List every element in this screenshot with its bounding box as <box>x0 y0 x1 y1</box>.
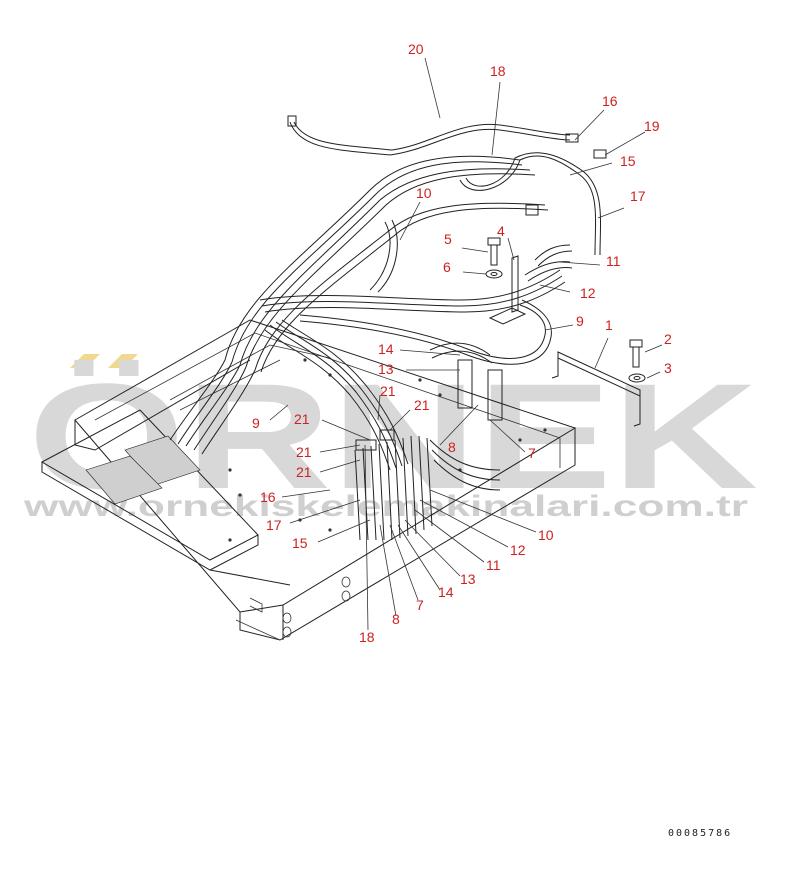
callout-8-low: 8 <box>392 611 400 627</box>
callout-1: 1 <box>605 317 613 333</box>
callout-13-mid: 13 <box>378 361 394 377</box>
hose-upper-loop <box>459 155 597 256</box>
callout-8-mid: 8 <box>448 439 456 455</box>
fitting-center-b <box>487 369 503 421</box>
hose-right-fan <box>429 439 501 491</box>
hose-main-b <box>239 168 531 366</box>
callout-14-low: 14 <box>438 584 454 600</box>
callout-18-top: 18 <box>490 63 506 79</box>
hose-10a <box>369 219 398 293</box>
callout-5: 5 <box>444 231 452 247</box>
callout-21-b: 21 <box>414 397 430 413</box>
watermark-accent-right <box>108 354 138 368</box>
callout-6: 6 <box>443 259 451 275</box>
bolt-5 <box>487 237 501 266</box>
callout-12-top: 12 <box>580 285 596 301</box>
frame-top <box>74 319 577 613</box>
callout-12-low: 12 <box>510 542 526 558</box>
callout-7-low: 7 <box>416 597 424 613</box>
hose-end-19 <box>593 149 607 159</box>
callouts: 20 18 16 19 15 17 10 5 4 6 11 12 9 1 2 3… <box>252 41 672 645</box>
callout-21-a: 21 <box>380 383 396 399</box>
callout-9-left: 9 <box>252 415 260 431</box>
washer-3 <box>628 373 646 383</box>
callout-17-top: 17 <box>630 188 646 204</box>
hose-bundle <box>169 121 602 541</box>
callout-7-mid: 7 <box>528 445 536 461</box>
callout-21-d: 21 <box>296 444 312 460</box>
hose-9 <box>299 304 546 359</box>
callout-11-low: 11 <box>486 557 501 573</box>
hardware <box>287 115 646 451</box>
hose-cross-center <box>264 329 391 471</box>
hose-12 <box>524 261 573 282</box>
hose-end-20 <box>287 115 297 127</box>
callout-19: 19 <box>644 118 660 134</box>
watermark: ÖRNEK www.ornekiskelemakinalari.com.tr <box>23 352 758 523</box>
callout-16-top: 16 <box>602 93 618 109</box>
callout-21-c: 21 <box>294 411 310 427</box>
bracket-4 <box>488 255 527 325</box>
frame-left-rail <box>74 359 251 451</box>
bolt-2 <box>629 339 643 368</box>
callout-2: 2 <box>664 331 672 347</box>
callout-3: 3 <box>664 360 672 376</box>
callout-10-top: 10 <box>416 185 432 201</box>
callout-17-low: 17 <box>266 517 282 533</box>
callout-20: 20 <box>408 41 424 57</box>
clamp-21 <box>355 439 377 451</box>
leader-lines <box>269 57 663 631</box>
fitting-center-a <box>457 359 473 409</box>
watermark-accent-left <box>70 354 100 368</box>
washer-6 <box>485 269 503 279</box>
watermark-url: www.ornekiskelemakinalari.com.tr <box>23 490 749 523</box>
hose-cross-a <box>259 269 561 301</box>
callout-18-low: 18 <box>359 629 375 645</box>
hose-end-17 <box>525 204 539 216</box>
callout-9-top: 9 <box>576 313 584 329</box>
bracket-1 <box>551 351 641 427</box>
hose-left-group <box>169 359 241 447</box>
callout-10-low: 10 <box>538 527 554 543</box>
callout-13-low: 13 <box>460 571 476 587</box>
callout-14-mid: 14 <box>378 341 394 357</box>
hose-20 <box>289 121 571 156</box>
step-tread-lower <box>85 455 163 505</box>
callout-16-low: 16 <box>260 489 276 505</box>
hose-end-16 <box>565 133 579 143</box>
callout-15-low: 15 <box>292 535 308 551</box>
callout-15-top: 15 <box>620 153 636 169</box>
hose-main-a <box>224 155 521 361</box>
callout-4: 4 <box>497 223 505 239</box>
callout-21-e: 21 <box>296 464 312 480</box>
drawing-code: 00085786 <box>668 828 732 839</box>
callout-11-top: 11 <box>606 253 621 269</box>
hose-11 <box>534 244 573 267</box>
